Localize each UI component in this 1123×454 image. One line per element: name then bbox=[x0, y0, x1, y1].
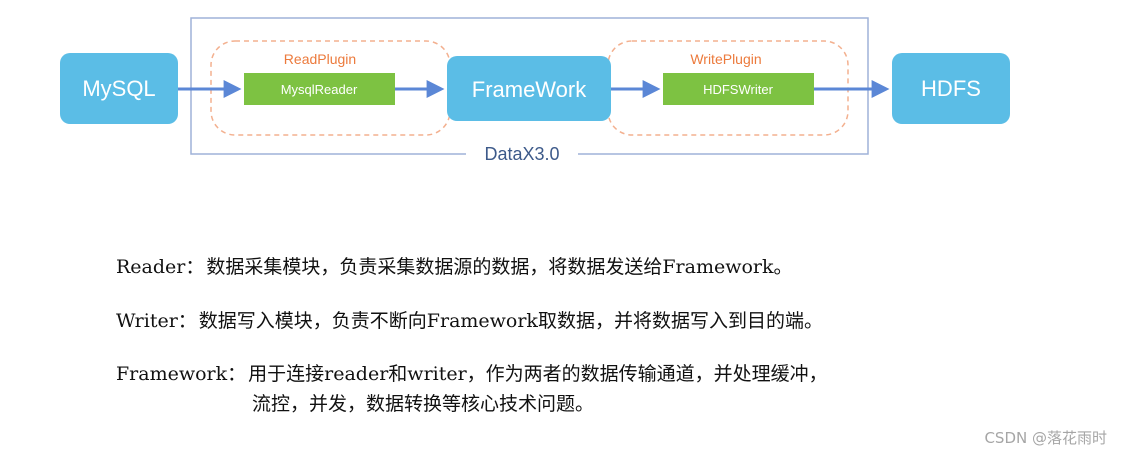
writer-description: Writer：数据写入模块，负责不断向Framework取数据，并将数据写入到目… bbox=[116, 309, 823, 333]
hdfs-writer-box bbox=[663, 73, 814, 105]
framework-node: FrameWork bbox=[447, 56, 611, 121]
write-plugin-group: WritePlugin HDFSWriter bbox=[607, 40, 849, 136]
framework-description-continuation: 流控，并发，数据转换等核心技术问题。 bbox=[252, 392, 594, 416]
mysql-node: MySQL bbox=[60, 53, 178, 124]
framework-continuation-text: 流控，并发，数据转换等核心技术问题。 bbox=[252, 393, 595, 415]
datax-architecture-diagram: DataX3.0 ReadPlugin MysqlReader WritePlu… bbox=[60, 17, 1010, 164]
hdfs-writer-label: HDFSWriter bbox=[703, 82, 773, 97]
mysql-reader-box bbox=[244, 73, 395, 105]
hdfs-node-box bbox=[892, 53, 1010, 124]
reader-text: 数据采集模块，负责采集数据源的数据，将数据发送给Framework。 bbox=[206, 256, 793, 278]
hdfs-node-label: HDFS bbox=[921, 76, 981, 101]
datax-container-border bbox=[190, 17, 869, 155]
write-plugin-title: WritePlugin bbox=[690, 51, 761, 67]
datax-container: DataX3.0 bbox=[190, 17, 869, 164]
read-plugin-dashed-border bbox=[210, 40, 451, 136]
writer-term: Writer： bbox=[116, 310, 197, 332]
mysql-node-box bbox=[60, 53, 178, 124]
framework-term: Framework： bbox=[116, 363, 247, 385]
hdfs-node: HDFS bbox=[892, 53, 1010, 124]
mysql-reader-label: MysqlReader bbox=[281, 82, 358, 97]
writer-text: 数据写入模块，负责不断向Framework取数据，并将数据写入到目的端。 bbox=[198, 310, 823, 332]
datax-container-label: DataX3.0 bbox=[484, 144, 559, 164]
csdn-watermark: CSDN @落花雨时 bbox=[984, 429, 1107, 447]
framework-node-box bbox=[447, 56, 611, 121]
framework-description: Framework：用于连接reader和writer，作为两者的数据传输通道，… bbox=[116, 362, 828, 386]
reader-description: Reader：数据采集模块，负责采集数据源的数据，将数据发送给Framework… bbox=[116, 255, 793, 279]
read-plugin-group: ReadPlugin MysqlReader bbox=[210, 40, 451, 136]
mysql-node-label: MySQL bbox=[82, 76, 155, 101]
framework-text: 用于连接reader和writer，作为两者的数据传输通道，并处理缓冲， bbox=[248, 363, 828, 385]
framework-node-label: FrameWork bbox=[472, 77, 587, 102]
reader-term: Reader： bbox=[116, 256, 205, 278]
read-plugin-title: ReadPlugin bbox=[284, 51, 356, 67]
